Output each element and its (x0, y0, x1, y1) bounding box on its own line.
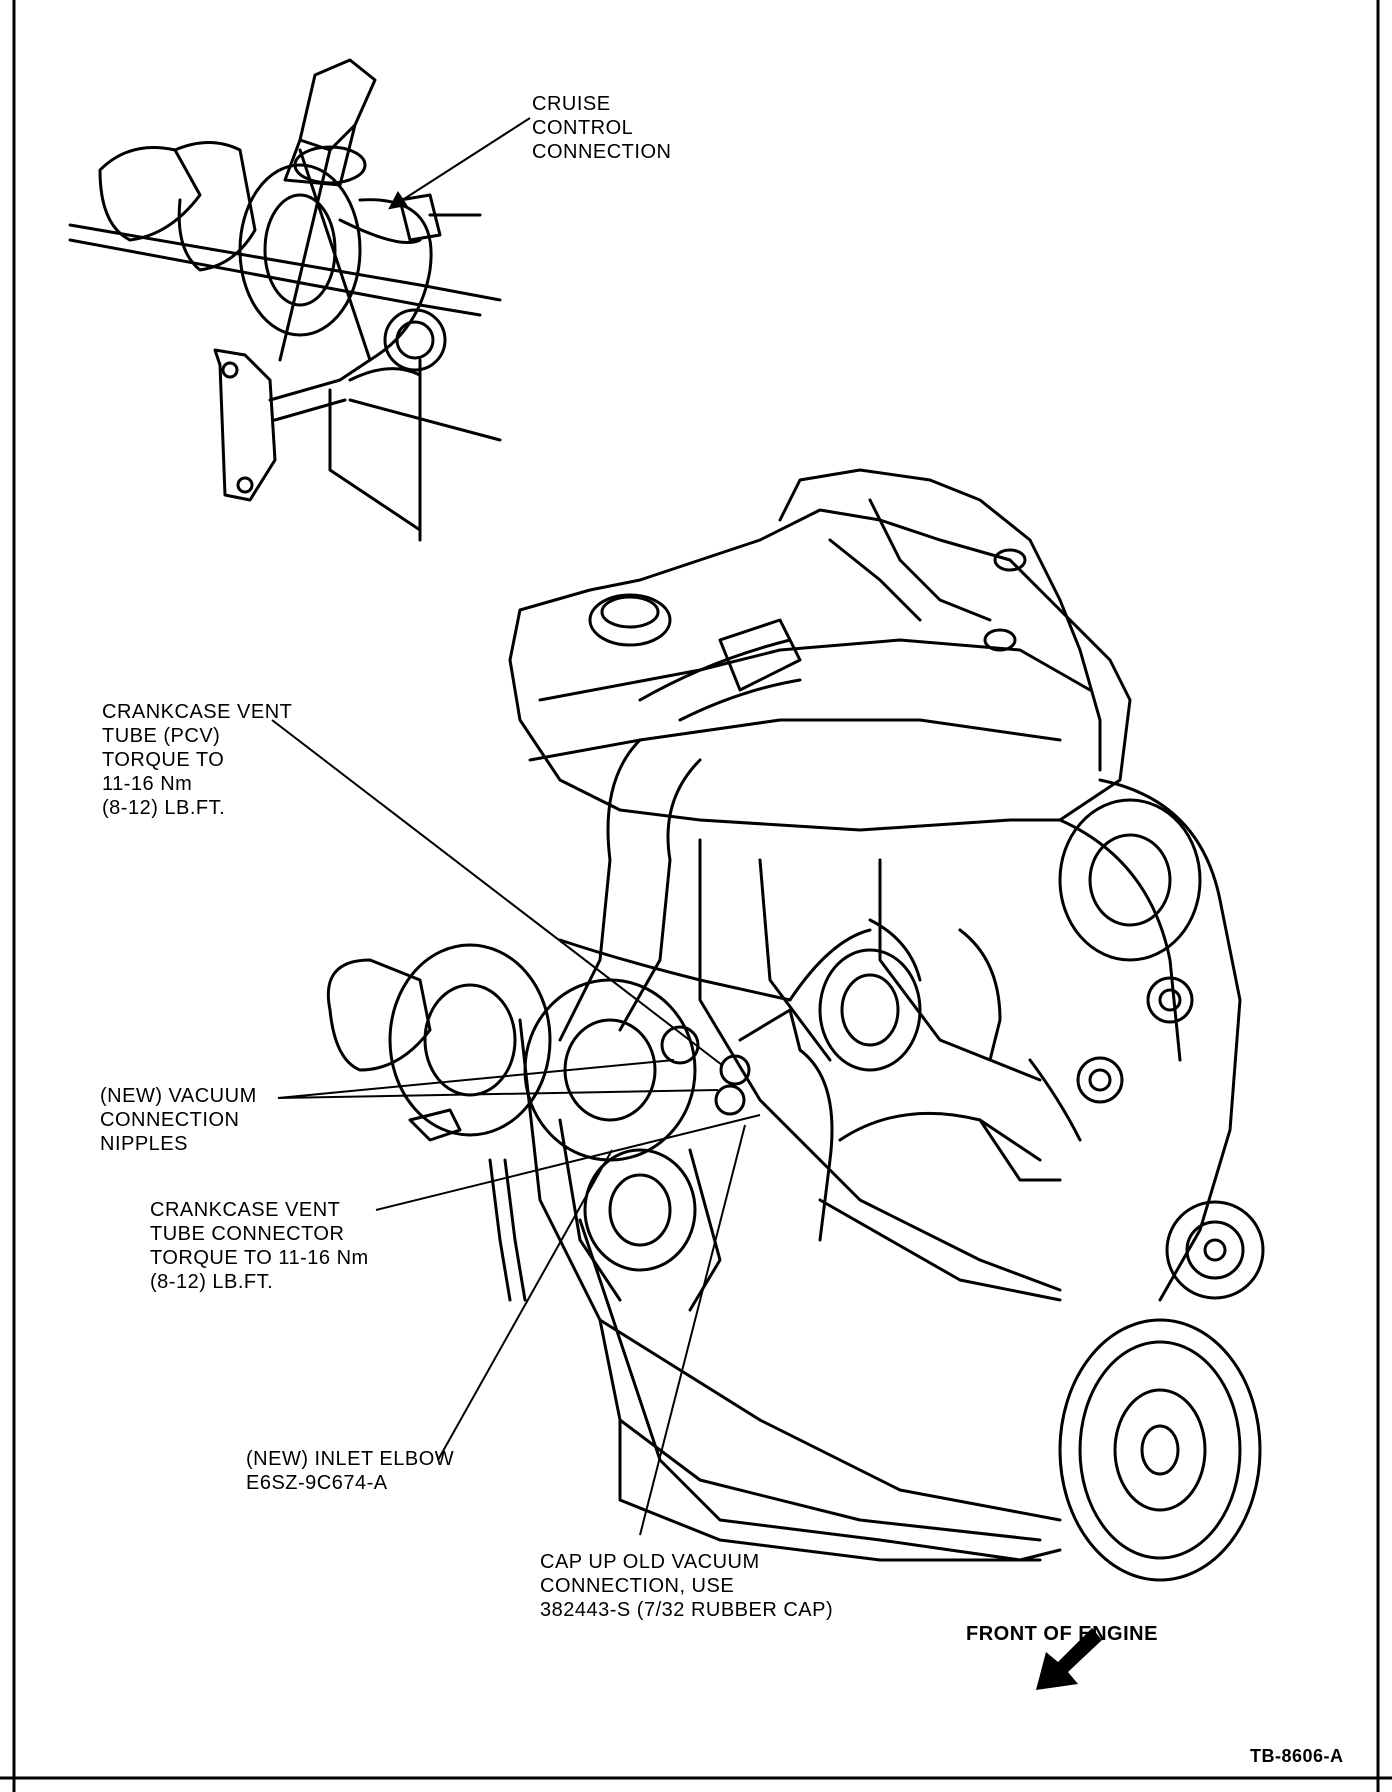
leader-inlet-elbow (437, 1149, 613, 1461)
label-line: CRANKCASE VENT (150, 1199, 341, 1221)
label-line: CRANKCASE VENT (102, 701, 293, 723)
label-crankcase-vent-tube-pcv: CRANKCASE VENT TUBE (PCV) TORQUE TO 11-1… (102, 700, 292, 820)
label-line: (NEW) VACUUM (100, 1085, 257, 1107)
inset-turbo-drawing (68, 58, 502, 542)
label-line: TUBE (PCV) (102, 725, 221, 747)
label-line: CAP UP OLD VACUUM (540, 1551, 760, 1573)
leader-vacuum-2 (277, 1089, 719, 1099)
label-line: NIPPLES (100, 1133, 188, 1155)
figure-id: TB-8606-A (1250, 1746, 1344, 1766)
label-vacuum-nipples: (NEW) VACUUM CONNECTION NIPPLES (100, 1084, 257, 1156)
leader-tube-connector (375, 1114, 761, 1211)
leader-cap-vacuum (639, 1124, 746, 1536)
leader-vacuum-1 (277, 1059, 675, 1099)
label-line: TORQUE TO (102, 749, 225, 771)
label-tube-connector: CRANKCASE VENT TUBE CONNECTOR TORQUE TO … (150, 1198, 369, 1294)
label-line: E6SZ-9C674-A (246, 1472, 388, 1494)
leader-pcv-tube (271, 719, 723, 1066)
label-front-of-engine: FRONT OF ENGINE (966, 1623, 1158, 1645)
leader-cruise (389, 117, 531, 209)
leader-cruise-arrowhead (388, 191, 408, 210)
label-line: (8-12) LB.FT. (102, 797, 226, 819)
label-cap-old-vacuum: CAP UP OLD VACUUM CONNECTION, USE 382443… (540, 1550, 833, 1622)
label-line: CONNECTION (532, 141, 672, 163)
label-inlet-elbow: (NEW) INLET ELBOW E6SZ-9C674-A (246, 1447, 454, 1495)
label-line: CONTROL (532, 117, 634, 139)
label-line: TORQUE TO 11-16 Nm (150, 1247, 369, 1269)
leader-lines (271, 117, 761, 1536)
label-line: CONNECTION (100, 1109, 240, 1131)
label-cruise-control: CRUISE CONTROL CONNECTION (532, 92, 671, 164)
label-line: 382443-S (7/32 RUBBER CAP) (540, 1599, 834, 1621)
arrow-down-left-icon (1036, 1628, 1102, 1690)
label-line: (8-12) LB.FT. (150, 1271, 274, 1293)
label-line: TUBE CONNECTOR (150, 1223, 345, 1245)
label-line: CRUISE (532, 93, 611, 115)
label-line: 11-16 Nm (102, 773, 193, 795)
label-line: (NEW) INLET ELBOW (246, 1448, 455, 1470)
engine-drawing (326, 468, 1265, 1582)
label-line: CONNECTION, USE (540, 1575, 735, 1597)
